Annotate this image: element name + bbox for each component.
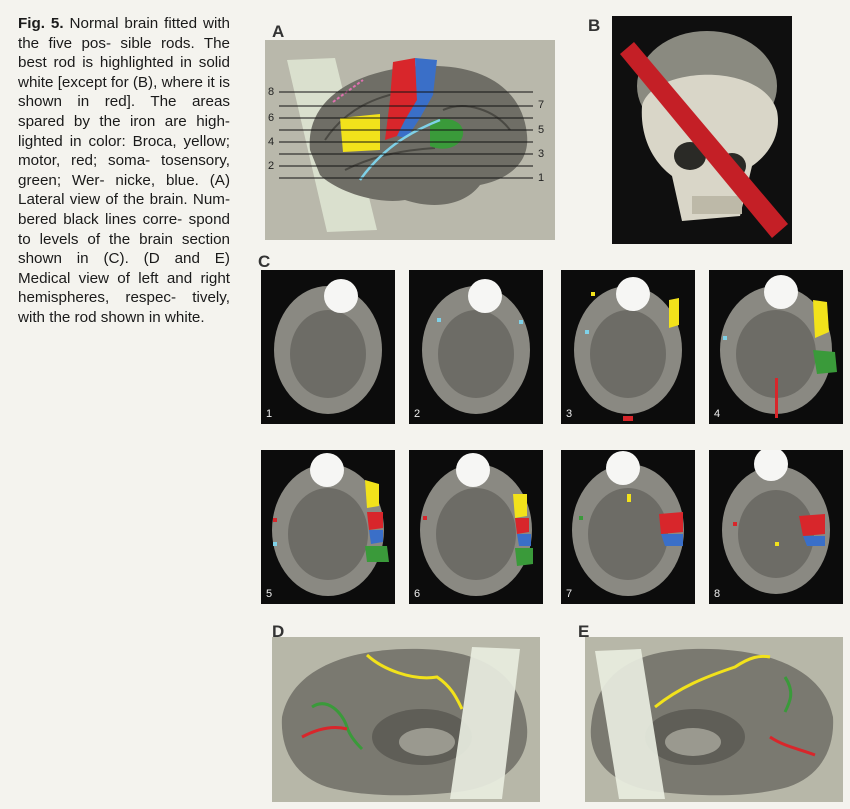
level-label: 3 [538, 148, 545, 160]
slice-illustration [420, 453, 533, 596]
medial-left-illustration [281, 647, 528, 799]
panel-label-d: D [272, 622, 285, 641]
slice-illustration [274, 279, 382, 414]
caption-line: lighted in color: Broca, [18, 132, 177, 150]
mri-slice: 8 [709, 450, 843, 604]
figure-label: Fig. 5. [18, 15, 64, 32]
caption-line: is highlighted in solid [82, 54, 230, 72]
caption-line: view of left and right [78, 269, 230, 287]
caption-line: view of the brain. Num- [69, 191, 230, 209]
slice-number: 8 [714, 588, 721, 600]
panel-label-c: C [258, 252, 271, 271]
level-label: 2 [268, 160, 275, 172]
slice-number: 3 [566, 408, 573, 420]
mri-slice: 6 [409, 450, 543, 604]
panel-label-a: A [272, 22, 285, 41]
panel-label-b: B [588, 16, 601, 35]
slice-number: 2 [414, 408, 421, 420]
level-label: 4 [268, 136, 275, 148]
figure-caption: Fig. 5. Normal brain fitted with the fiv… [18, 14, 230, 328]
caption-line: brain section shown in [18, 230, 230, 268]
medial-right-hemisphere-image [585, 637, 843, 802]
caption-line: red]. The areas spared [18, 93, 230, 130]
lateral-brain-image: 8 6 4 2 7 5 3 1 [265, 40, 555, 240]
caption-line: fitted with the five pos- [18, 15, 230, 52]
caption-line: where it is shown in [18, 73, 230, 111]
slice-number: 1 [266, 408, 273, 420]
mri-slice: 7 [561, 450, 695, 604]
slice-illustration [272, 453, 389, 596]
caption-line: (C). (D and E) Medical [18, 250, 230, 287]
caption-line: sible rods. The best rod [18, 34, 230, 72]
level-label: 1 [538, 172, 545, 184]
caption-line: tosensory, green; Wer- [18, 152, 230, 189]
level-label: 6 [268, 112, 275, 124]
level-label: 5 [538, 124, 545, 136]
caption-line: hemispheres, respec- [18, 289, 177, 307]
slice-number: 7 [566, 588, 573, 600]
caption-line: yellow; motor, red; soma- [18, 132, 230, 170]
caption-line: Normal brain [69, 15, 159, 32]
slice-illustration [720, 275, 837, 418]
panel-label-e: E [578, 622, 590, 641]
level-label: 7 [538, 99, 545, 111]
slice-illustration [574, 277, 682, 421]
skull-illustration [620, 31, 788, 238]
slice-number: 4 [714, 408, 721, 420]
mri-slice: 5 [261, 450, 395, 604]
caption-line: by the iron are high- [73, 112, 230, 130]
mri-slice: 4 [709, 270, 843, 424]
slice-illustration [722, 450, 830, 594]
caption-line: tively, with the rod [18, 289, 230, 326]
slice-illustration [572, 451, 684, 596]
mri-slice: 2 [409, 270, 543, 424]
lateral-brain-illustration [279, 58, 533, 232]
slice-illustration [422, 279, 530, 414]
medial-right-illustration [590, 648, 834, 799]
slice-number: 6 [414, 588, 421, 600]
caption-line: spond to levels of the [18, 210, 230, 248]
level-label: 8 [268, 86, 275, 98]
caption-line: nicke, blue. (A) Lateral [18, 171, 230, 209]
caption-line: shown in white. [100, 308, 205, 326]
mri-slice: 3 [561, 270, 695, 424]
caption-line: white [except for (B), [18, 73, 158, 91]
medial-left-hemisphere-image [272, 637, 540, 802]
slice-number: 5 [266, 588, 273, 600]
caption-line: bered black lines corre- [18, 210, 183, 228]
skull-rod-image [612, 16, 792, 244]
mri-slice: 1 [261, 270, 395, 424]
